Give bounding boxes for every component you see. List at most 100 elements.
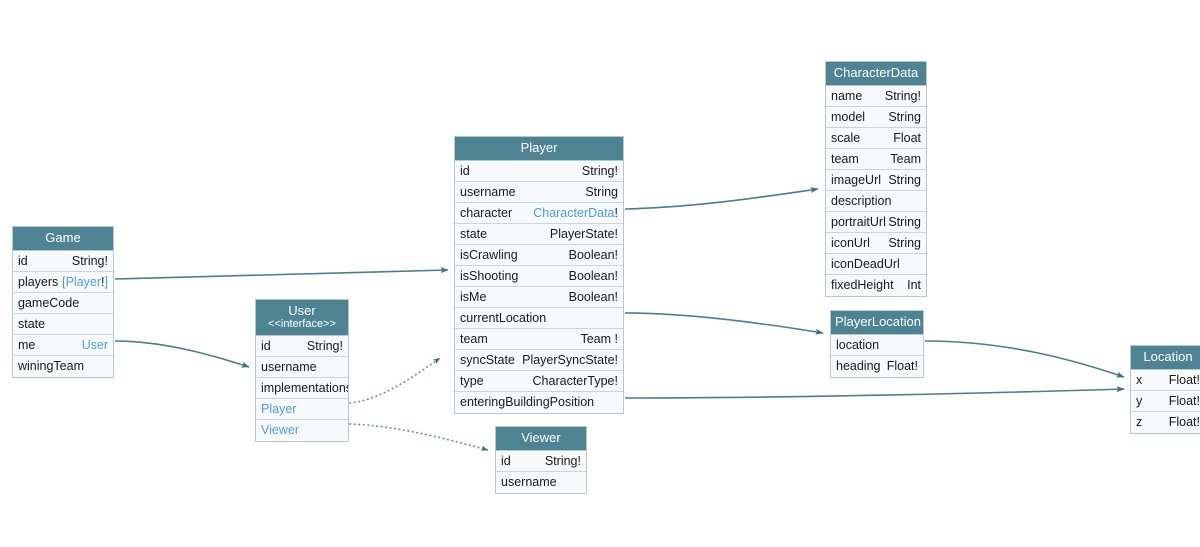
field-viewer-id[interactable]: id String! [496, 451, 586, 472]
entity-player-title: Player [455, 137, 623, 161]
implementations-label: implementations [256, 378, 348, 399]
field-type: Boolean! [568, 248, 618, 262]
field-type: Float [893, 131, 921, 145]
entity-user[interactable]: User <<interface>> id String! username S… [255, 299, 349, 442]
entity-playerlocation-title: PlayerLocation [831, 311, 923, 335]
entity-viewer[interactable]: Viewer id String! username String [495, 426, 587, 494]
field-type: String [548, 492, 581, 493]
entity-characterdata-title: CharacterData [826, 62, 926, 86]
field-player-state[interactable]: state PlayerState! [455, 224, 623, 245]
field-name: portraitUrl [831, 215, 886, 229]
field-characterdata-imageurl[interactable]: imageUrl String [826, 170, 926, 191]
field-player-enteringbuildingposition[interactable]: enteringBuildingPosition Location [455, 392, 623, 413]
field-characterdata-name[interactable]: name String! [826, 86, 926, 107]
field-game-players[interactable]: players [Player!] [13, 272, 113, 293]
field-player-id[interactable]: id String! [455, 161, 623, 182]
type-link[interactable]: CharacterData [533, 206, 615, 220]
non-null-marker: ! [614, 206, 618, 220]
field-player-iscrawling[interactable]: isCrawling Boolean! [455, 245, 623, 266]
field-type: Boolean! [568, 269, 618, 283]
implementation-name[interactable]: Player [261, 402, 297, 416]
entity-location[interactable]: Location x Float! y Float! z Float! [1130, 345, 1200, 434]
field-location-x[interactable]: x Float! [1131, 370, 1200, 391]
edge-player-currentlocation-to-playerlocation [624, 312, 824, 335]
edge-player-enteringbuildingposition-to-location-y [624, 386, 1125, 399]
field-user-id[interactable]: id String! [256, 336, 348, 357]
field-type: Float! [1168, 415, 1200, 429]
field-characterdata-scale[interactable]: scale Float [826, 128, 926, 149]
field-type[interactable]: User [81, 338, 108, 352]
bracket-open: [ [62, 275, 66, 289]
implementation-viewer[interactable]: Viewer [256, 420, 348, 441]
field-player-isshooting[interactable]: isShooting Boolean! [455, 266, 623, 287]
field-type: PlayerSyncState! [522, 353, 618, 367]
field-name: currentLocation [460, 311, 547, 325]
field-viewer-username[interactable]: username String [496, 472, 586, 493]
field-playerlocation-location[interactable]: location Location! [831, 335, 923, 356]
entity-viewer-title: Viewer [496, 427, 586, 451]
field-characterdata-icondeadurl[interactable]: iconDeadUrl String [826, 254, 926, 275]
field-characterdata-portraiturl[interactable]: portraitUrl String [826, 212, 926, 233]
field-type[interactable]: Location [571, 412, 618, 413]
field-name: team [460, 332, 488, 346]
field-type: Int [907, 278, 921, 292]
field-game-state[interactable]: state GameState! [13, 314, 113, 335]
field-type: String [888, 173, 921, 187]
field-name: imageUrl [831, 173, 882, 187]
field-player-currentlocation[interactable]: currentLocation PlayerLocation! [455, 308, 623, 329]
entity-playerlocation[interactable]: PlayerLocation location Location! headin… [830, 310, 924, 378]
field-name: id [501, 454, 511, 468]
field-game-me[interactable]: me User [13, 335, 113, 356]
field-type: Team [890, 152, 921, 166]
field-game-winingteam[interactable]: winingTeam Team [13, 356, 113, 377]
field-name: state [18, 317, 46, 331]
field-player-type[interactable]: type CharacterType! [455, 371, 623, 392]
field-type: CharacterData! [533, 203, 618, 223]
field-name: location [836, 338, 880, 352]
field-name: description [831, 194, 892, 208]
implementation-player[interactable]: Player [256, 399, 348, 420]
field-game-gamecode[interactable]: gameCode String! [13, 293, 113, 314]
field-type: Float! [1168, 394, 1200, 408]
entity-game[interactable]: Game id String! players [Player!] gameCo… [12, 226, 114, 378]
field-type: String [888, 215, 921, 229]
field-location-z[interactable]: z Float! [1131, 412, 1200, 433]
edge-user-implements-viewer [349, 423, 489, 451]
entity-user-title: User <<interface>> [256, 300, 348, 336]
implementation-name[interactable]: Viewer [261, 423, 299, 437]
edge-game-me-to-user [114, 340, 250, 368]
field-type: CharacterType! [532, 374, 618, 388]
field-name: isShooting [460, 269, 519, 283]
field-name: username [261, 360, 317, 374]
field-type: Team [77, 376, 108, 377]
field-name: scale [831, 131, 861, 145]
field-type: String! [71, 254, 108, 268]
field-player-username[interactable]: username String [455, 182, 623, 203]
field-game-id[interactable]: id String! [13, 251, 113, 272]
entity-player[interactable]: Player id String! username String charac… [454, 136, 624, 414]
field-characterdata-iconurl[interactable]: iconUrl String [826, 233, 926, 254]
field-type: String! [544, 454, 581, 468]
field-location-y[interactable]: y Float! [1131, 391, 1200, 412]
field-name: character [460, 206, 513, 220]
entity-characterdata[interactable]: CharacterData name String! model String … [825, 61, 927, 297]
field-characterdata-team[interactable]: team Team [826, 149, 926, 170]
entity-user-stereotype: <<interface>> [268, 318, 336, 330]
field-name: heading [836, 359, 881, 373]
type-link[interactable]: Player [65, 275, 102, 289]
field-player-isme[interactable]: isMe Boolean! [455, 287, 623, 308]
field-player-team[interactable]: team Team ! [455, 329, 623, 350]
field-characterdata-fixedheight[interactable]: fixedHeight Int [826, 275, 926, 296]
field-characterdata-description[interactable]: description String [826, 191, 926, 212]
field-characterdata-model[interactable]: model String [826, 107, 926, 128]
field-name: username [460, 185, 516, 199]
field-name: id [261, 339, 271, 353]
field-playerlocation-heading[interactable]: heading Float! [831, 356, 923, 377]
field-type: Boolean! [568, 290, 618, 304]
field-player-syncstate[interactable]: syncState PlayerSyncState! [455, 350, 623, 371]
field-name: y [1136, 394, 1143, 408]
field-name: fixedHeight [831, 278, 894, 292]
field-player-character[interactable]: character CharacterData! [455, 203, 623, 224]
field-user-username[interactable]: username String [256, 357, 348, 378]
